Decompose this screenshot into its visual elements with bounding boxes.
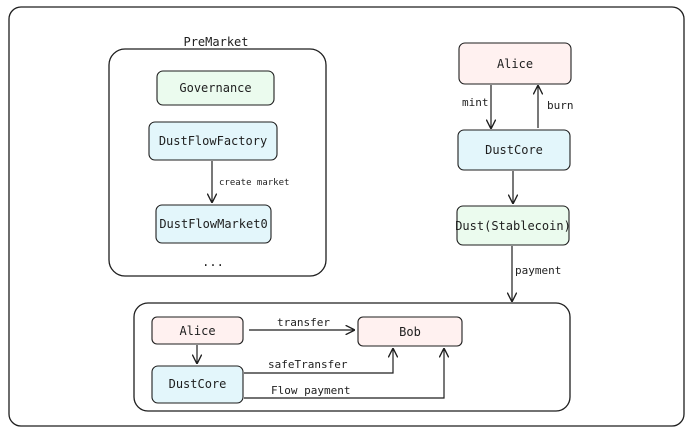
dustflowfactory-node: DustFlowFactory xyxy=(148,121,278,161)
dustflowmarket-node: DustFlowMarket0 xyxy=(155,204,272,244)
dustcore-top-label: DustCore xyxy=(485,143,543,157)
alice-bottom-label: Alice xyxy=(179,324,215,338)
governance-label: Governance xyxy=(179,81,251,95)
alice-top-node: Alice xyxy=(458,42,572,85)
flow-payment-arrow xyxy=(244,349,444,399)
alice-top-label: Alice xyxy=(497,57,533,71)
outer-frame xyxy=(8,6,685,427)
dustcore-bottom-node: DustCore xyxy=(151,365,244,404)
governance-node: Governance xyxy=(156,70,275,106)
more-markets-ellipsis: ... xyxy=(202,255,224,269)
mint-label: mint xyxy=(462,96,489,109)
safe-transfer-arrow xyxy=(244,349,393,374)
stablecoin-node: Dust(Stablecoin) xyxy=(455,205,571,246)
transfer-label: transfer xyxy=(277,316,330,329)
premarket-container xyxy=(108,48,327,277)
dustcore-top-node: DustCore xyxy=(457,129,571,171)
create-market-label: create market xyxy=(219,178,289,188)
burn-label: burn xyxy=(547,99,574,112)
stablecoin-label: Dust(Stablecoin) xyxy=(455,219,571,233)
bob-label: Bob xyxy=(399,325,421,339)
flow-payment-label: Flow payment xyxy=(271,384,350,397)
alice-bottom-node: Alice xyxy=(151,316,244,345)
payment-label: payment xyxy=(515,264,561,277)
transfer-container xyxy=(133,302,571,412)
premarket-title: PreMarket xyxy=(183,35,248,49)
dustflowfactory-label: DustFlowFactory xyxy=(159,134,267,148)
safe-transfer-label: safeTransfer xyxy=(268,358,348,371)
dustflowmarket-label: DustFlowMarket0 xyxy=(159,217,267,231)
bob-node: Bob xyxy=(357,316,463,347)
dustcore-bottom-label: DustCore xyxy=(169,377,227,391)
